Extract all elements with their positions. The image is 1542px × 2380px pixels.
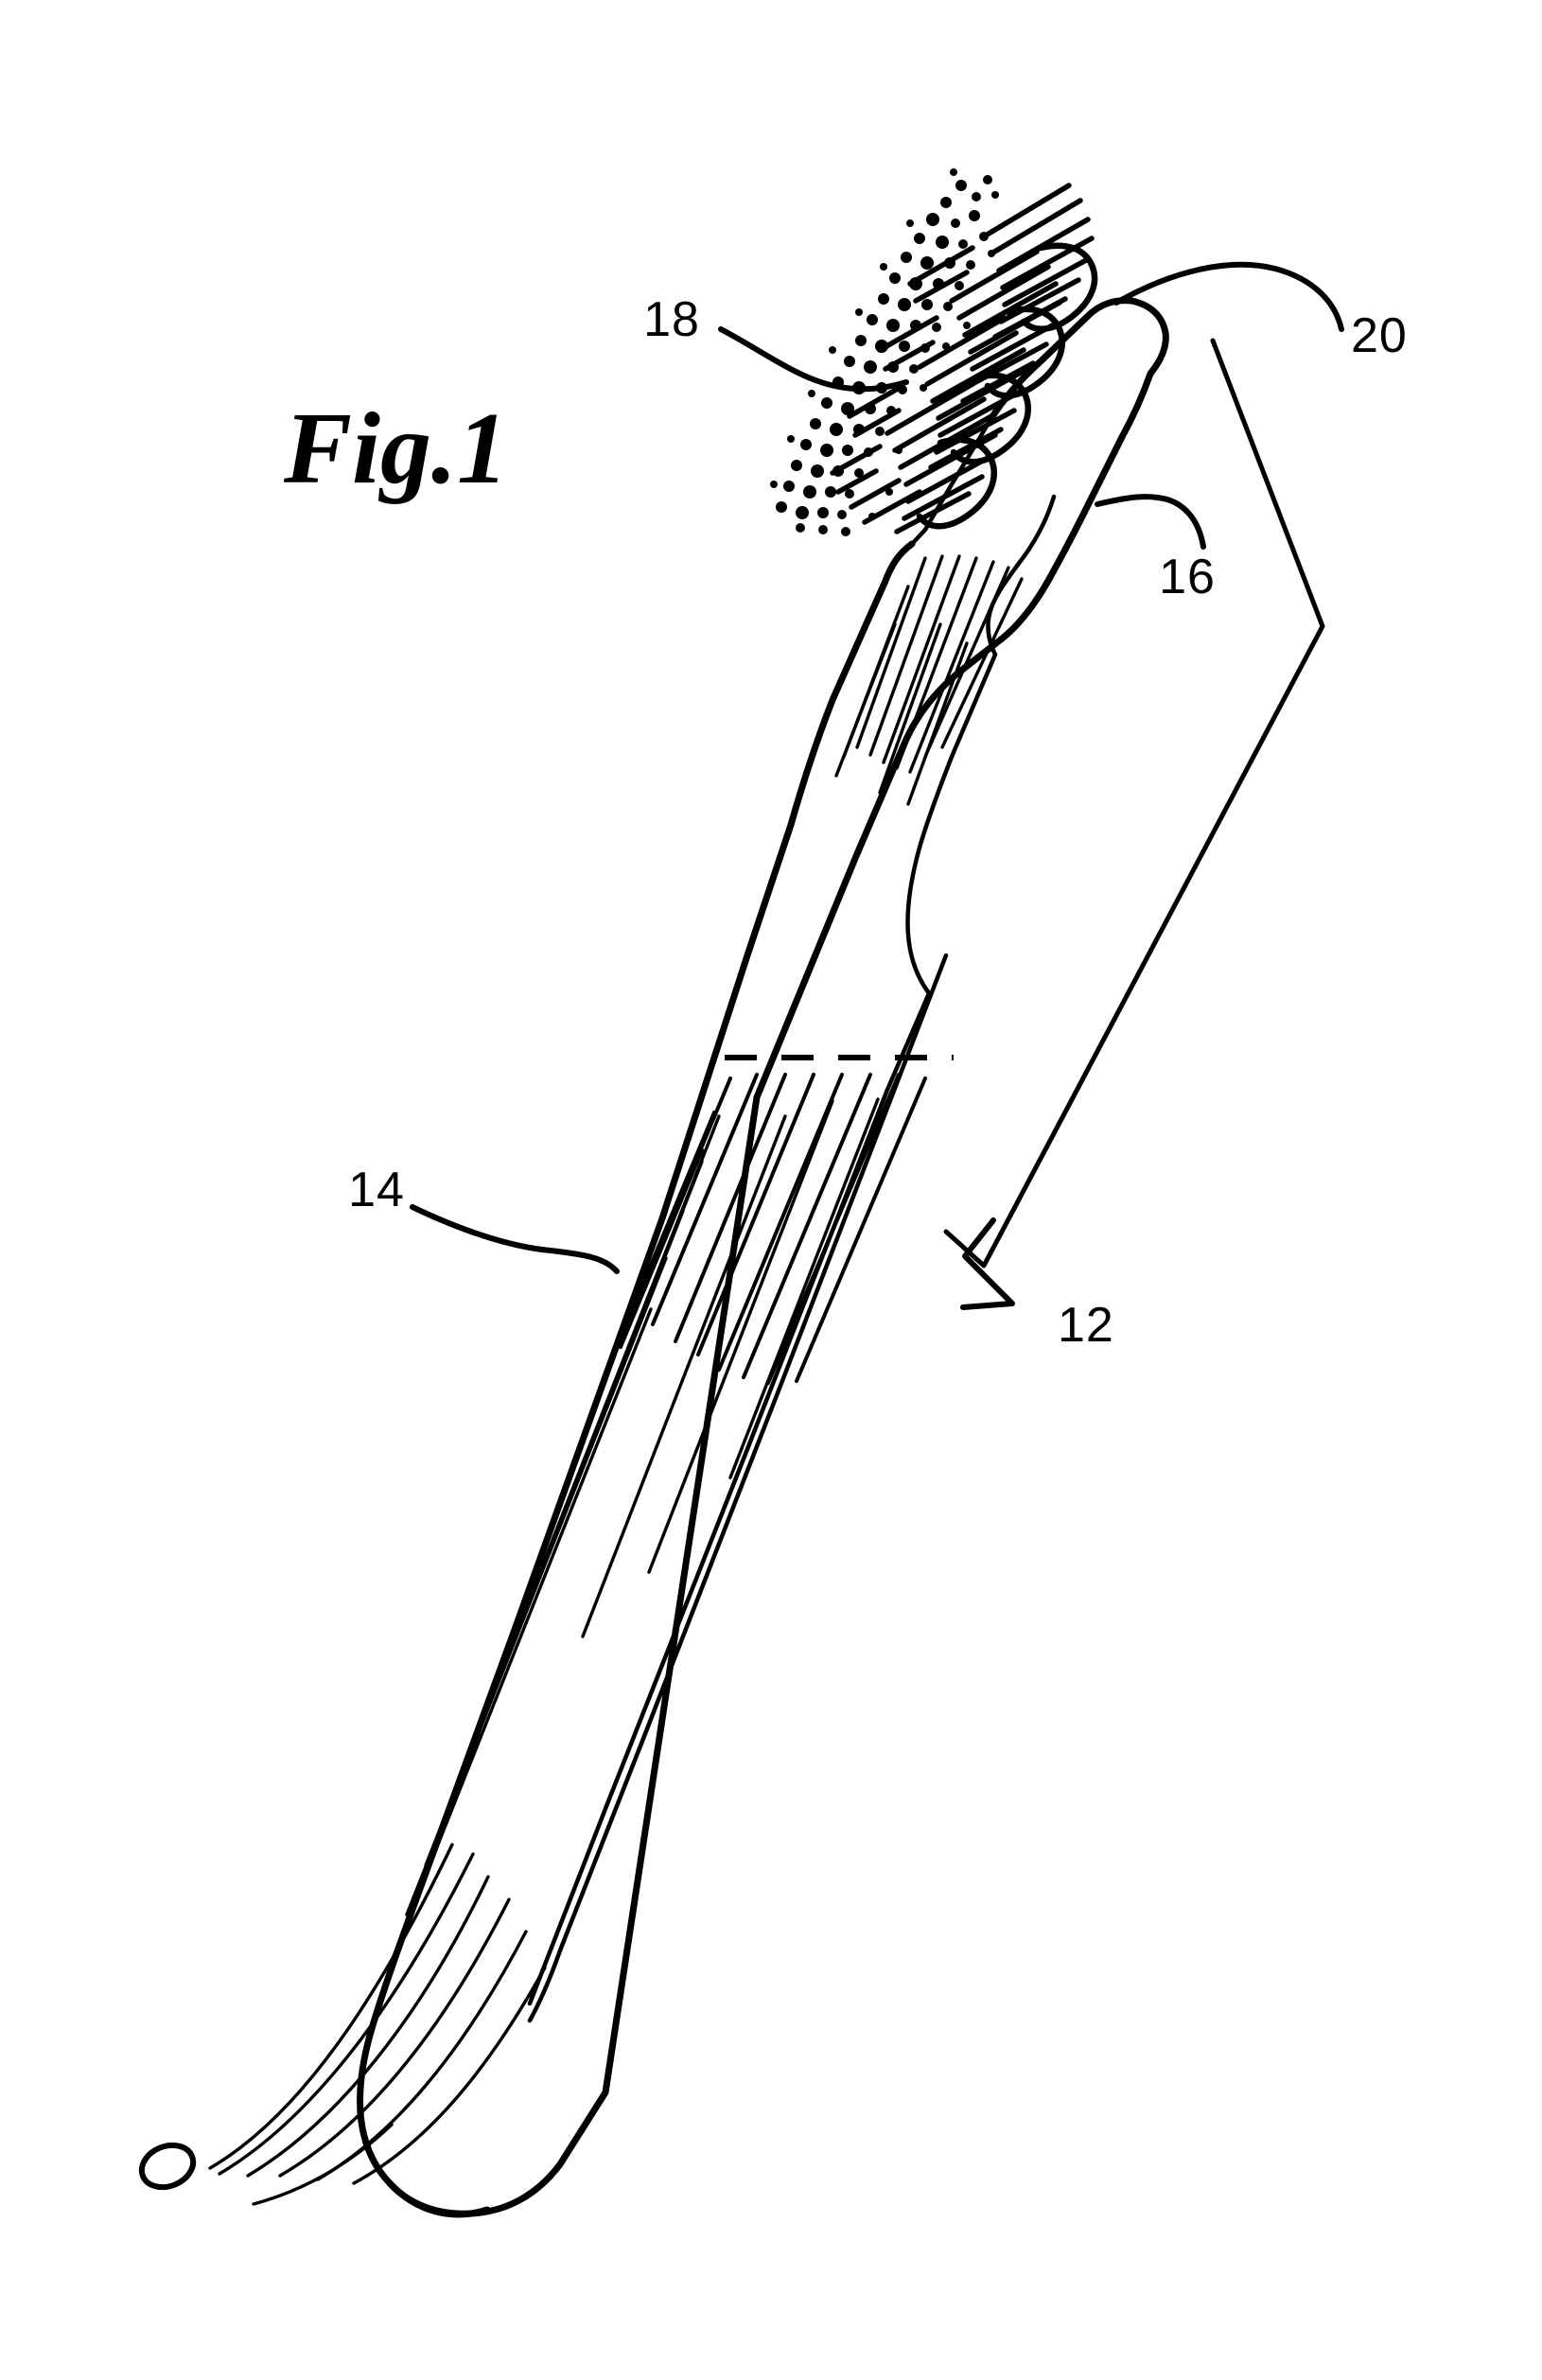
reference-numeral-16: 16 (1159, 550, 1216, 604)
handle-hatching (388, 1097, 880, 1968)
tip-curve-3 (278, 1898, 511, 2178)
grip-hatching (619, 1073, 927, 1385)
brush-left-outline (357, 540, 916, 2218)
head-right-shoulder (1128, 297, 1169, 377)
neck-hatching (834, 554, 1024, 806)
brush-right-outline (602, 370, 1154, 2096)
neck-interior-edge (905, 652, 998, 996)
tip-curve-5 (352, 1966, 547, 2185)
tip-curve-2 (208, 1843, 454, 2170)
leader-16-group: 16 (1095, 494, 1216, 604)
leader-18-group: 18 (643, 292, 909, 393)
leader-line-18 (718, 326, 909, 393)
leader-line-14 (410, 1204, 620, 1274)
reference-numeral-14: 14 (348, 1163, 405, 1217)
reference-numeral-20: 20 (1351, 308, 1408, 363)
figure-title: Fig.1 (283, 393, 508, 505)
grip-section (619, 1055, 954, 1385)
handle-inner-ridge (527, 953, 949, 2023)
leader-line-20-curve (1113, 261, 1344, 332)
hang-hole-icon (138, 2142, 197, 2191)
reference-numeral-18: 18 (643, 292, 700, 347)
leader-line-16 (1095, 494, 1206, 550)
reference-numeral-12: 12 (1058, 1298, 1114, 1353)
brush-tip-outline (386, 2089, 609, 2217)
tip-curve-1 (218, 1852, 475, 2176)
leader-12-group: 12 (960, 1217, 1114, 1353)
handle-tip-detail (138, 1843, 547, 2206)
bristle-strokes (830, 183, 1095, 534)
leader-14-group: 14 (348, 1163, 620, 1274)
tip-curve-6 (246, 1875, 490, 2178)
leader-20-group: 20 (943, 261, 1408, 1269)
leader-line-20-bracket (943, 338, 1325, 1269)
leader-line-12 (960, 1217, 1015, 1310)
neck-inner-step-line (986, 494, 1057, 657)
tip-curve-7 (252, 2123, 394, 2206)
